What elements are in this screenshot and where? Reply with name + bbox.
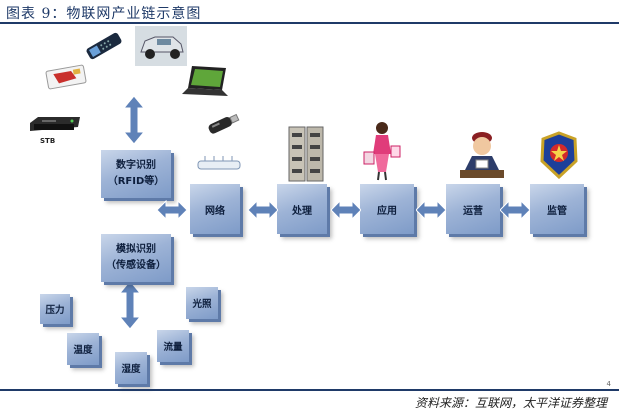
source-note: 资料来源：互联网，太平洋证券整理 xyxy=(414,396,607,410)
flow-box: 流量 xyxy=(157,330,189,362)
pressure-box: 压力 xyxy=(40,294,70,324)
usb-stick-icon xyxy=(208,113,240,134)
server-icon xyxy=(288,126,324,182)
humidity-box: 湿度 xyxy=(115,352,147,384)
shopper-icon xyxy=(363,122,401,181)
analog-line2: （传感设备） xyxy=(106,260,166,271)
temperature-box: 温度 xyxy=(67,333,99,365)
operator-icon xyxy=(460,132,504,178)
arrow-analog-to-sensors xyxy=(119,281,141,329)
application-box: 应用 xyxy=(360,184,414,234)
card-reader-icon xyxy=(45,64,87,90)
arrow-application-to-operation xyxy=(416,200,446,220)
light-box: 光照 xyxy=(186,287,218,319)
arrow-devices-to-digital xyxy=(123,96,145,144)
digital-identification-box: 数字识别 （RFID等） xyxy=(101,150,171,198)
analog-line1: 模拟识别 xyxy=(116,244,156,255)
arrow-processing-to-application xyxy=(331,200,361,220)
analog-identification-box: 模拟识别 （传感设备） xyxy=(101,234,171,282)
router-icon xyxy=(197,156,241,170)
bottom-rule xyxy=(0,389,619,391)
arrow-network-to-processing xyxy=(248,200,278,220)
stb-label: STB xyxy=(40,137,56,145)
police-emblem-icon xyxy=(540,131,578,179)
arrow-operation-to-supervision xyxy=(500,200,530,220)
top-rule xyxy=(0,22,619,24)
mobile-phone-icon xyxy=(86,32,122,60)
laptop-icon xyxy=(182,66,228,96)
page-mark: 4 xyxy=(606,380,611,388)
figure-title: 图表 9：物联网产业链示意图 xyxy=(6,6,202,22)
arrow-id-to-network xyxy=(157,200,187,220)
supervision-box: 监管 xyxy=(530,184,584,234)
operation-box: 运营 xyxy=(446,184,500,234)
network-box: 网络 xyxy=(190,184,240,234)
car-icon xyxy=(135,26,187,66)
processing-box: 处理 xyxy=(277,184,327,234)
digital-line1: 数字识别 xyxy=(116,160,156,171)
digital-line2: （RFID等） xyxy=(107,176,165,187)
set-top-box-icon xyxy=(30,117,80,131)
